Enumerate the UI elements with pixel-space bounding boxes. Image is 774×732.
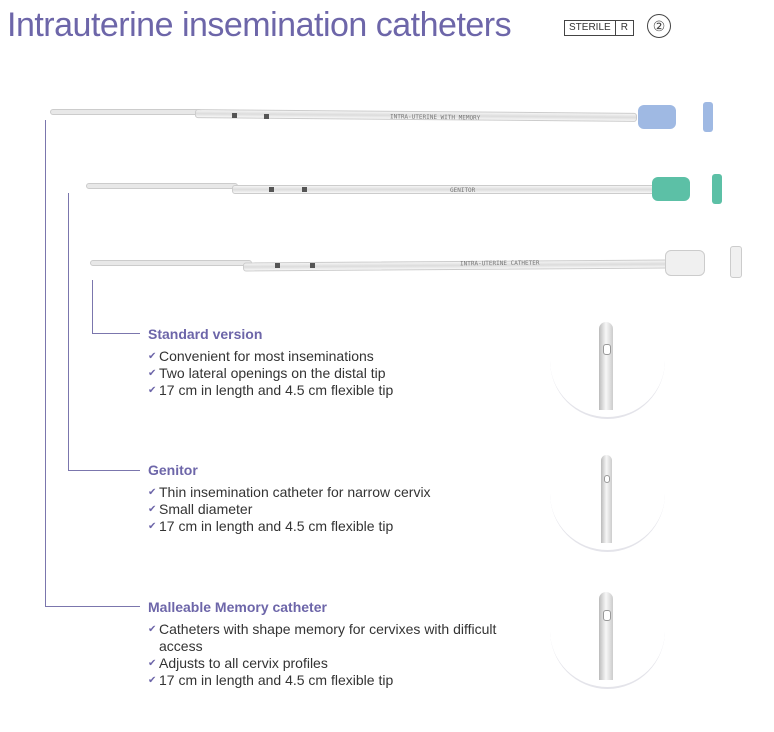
section-heading: Standard version xyxy=(148,326,263,342)
check-icon: ✔ xyxy=(148,368,157,379)
feature-item: ✔17 cm in length and 4.5 cm flexible tip xyxy=(148,672,529,689)
feature-text: 17 cm in length and 4.5 cm flexible tip xyxy=(159,518,394,534)
check-icon: ✔ xyxy=(148,658,157,669)
connector-line-genitor-h xyxy=(68,470,140,471)
section-genitor: Genitor ✔Thin insemination catheter for … xyxy=(148,462,529,535)
feature-item: ✔Convenient for most inseminations xyxy=(148,348,529,365)
catheter-hub-white xyxy=(665,250,705,276)
section-memory: Malleable Memory catheter ✔Catheters wit… xyxy=(148,599,529,689)
catheter-print: INTRA-UTERINE WITH MEMORY xyxy=(389,113,481,122)
check-icon: ✔ xyxy=(148,624,157,635)
single-use-icon: ② xyxy=(647,14,671,38)
feature-item: ✔Adjusts to all cervix profiles xyxy=(148,655,529,672)
catheter-print: GENITOR xyxy=(450,187,476,194)
feature-text: 17 cm in length and 4.5 cm flexible tip xyxy=(159,382,394,398)
feature-text: Adjusts to all cervix profiles xyxy=(159,655,328,671)
feature-text: Two lateral openings on the distal tip xyxy=(159,365,386,381)
feature-text: 17 cm in length and 4.5 cm flexible tip xyxy=(159,672,394,688)
catheter-hub-green xyxy=(652,177,690,201)
sterile-label: STERILE xyxy=(569,22,611,33)
connector-line-genitor xyxy=(68,193,69,471)
check-icon: ✔ xyxy=(148,487,157,498)
feature-item: ✔17 cm in length and 4.5 cm flexible tip xyxy=(148,518,529,535)
feature-text: Small diameter xyxy=(159,501,253,517)
tip-closeup-standard xyxy=(550,322,665,419)
check-icon: ✔ xyxy=(148,504,157,515)
feature-text: Catheters with shape memory for cervixes… xyxy=(159,621,497,654)
connector-line-memory-h xyxy=(45,606,140,607)
feature-text: Thin insemination catheter for narrow ce… xyxy=(159,484,431,500)
feature-item: ✔Catheters with shape memory for cervixe… xyxy=(148,621,529,655)
feature-text: Convenient for most inseminations xyxy=(159,348,374,364)
check-icon: ✔ xyxy=(148,385,157,396)
connector-line-standard-h xyxy=(92,333,140,334)
feature-item: ✔Small diameter xyxy=(148,501,529,518)
sterilization-method: R xyxy=(614,21,633,35)
connector-line-memory xyxy=(45,120,46,607)
feature-item: ✔Thin insemination catheter for narrow c… xyxy=(148,484,529,501)
section-heading: Genitor xyxy=(148,462,198,478)
page-title: Intrauterine insemination catheters xyxy=(7,6,512,44)
tip-closeup-genitor xyxy=(550,455,665,552)
check-icon: ✔ xyxy=(148,521,157,532)
feature-item: ✔Two lateral openings on the distal tip xyxy=(148,365,529,382)
catheter-print: INTRA-UTERINE CATHETER xyxy=(459,259,540,268)
check-icon: ✔ xyxy=(148,675,157,686)
connector-line-standard xyxy=(92,280,93,334)
tip-closeup-memory xyxy=(550,592,665,689)
check-icon: ✔ xyxy=(148,351,157,362)
catheter-hub-blue xyxy=(638,105,676,129)
section-standard: Standard version ✔Convenient for most in… xyxy=(148,326,529,399)
feature-item: ✔17 cm in length and 4.5 cm flexible tip xyxy=(148,382,529,399)
section-heading: Malleable Memory catheter xyxy=(148,599,327,615)
